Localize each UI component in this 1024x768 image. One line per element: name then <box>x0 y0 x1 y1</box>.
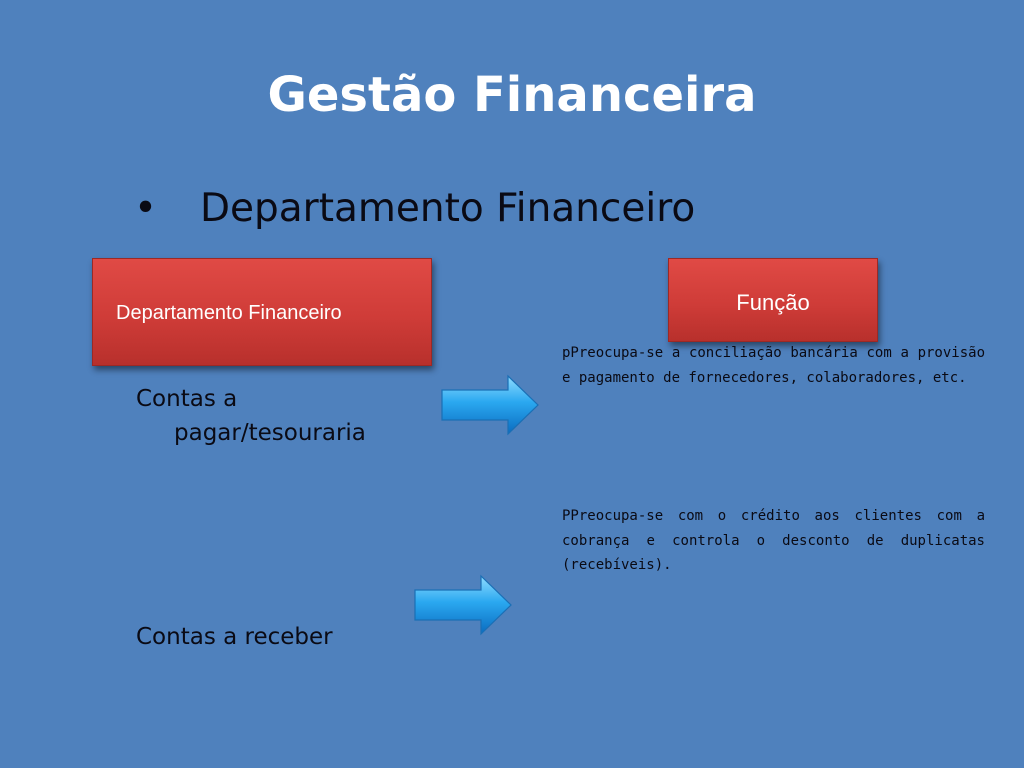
slide-title: Gestão Financeira <box>267 67 757 123</box>
bullet-dot: • <box>134 186 158 231</box>
payable-description: pPreocupa-se a conciliação bancária com … <box>562 345 985 386</box>
arrow-right-icon <box>441 374 539 436</box>
payable-label-line2: pagar/tesouraria <box>174 420 366 446</box>
department-box: Departamento Financeiro <box>92 258 432 366</box>
receivable-label: Contas a receber <box>136 624 333 650</box>
function-box: Função <box>668 258 878 342</box>
arrow-right-icon <box>414 574 512 636</box>
bullet-text: Departamento Financeiro <box>200 186 696 231</box>
payable-label-line1: Contas a <box>136 386 238 412</box>
receivable-description: PPreocupa-se com o crédito aos clientes … <box>562 508 985 573</box>
